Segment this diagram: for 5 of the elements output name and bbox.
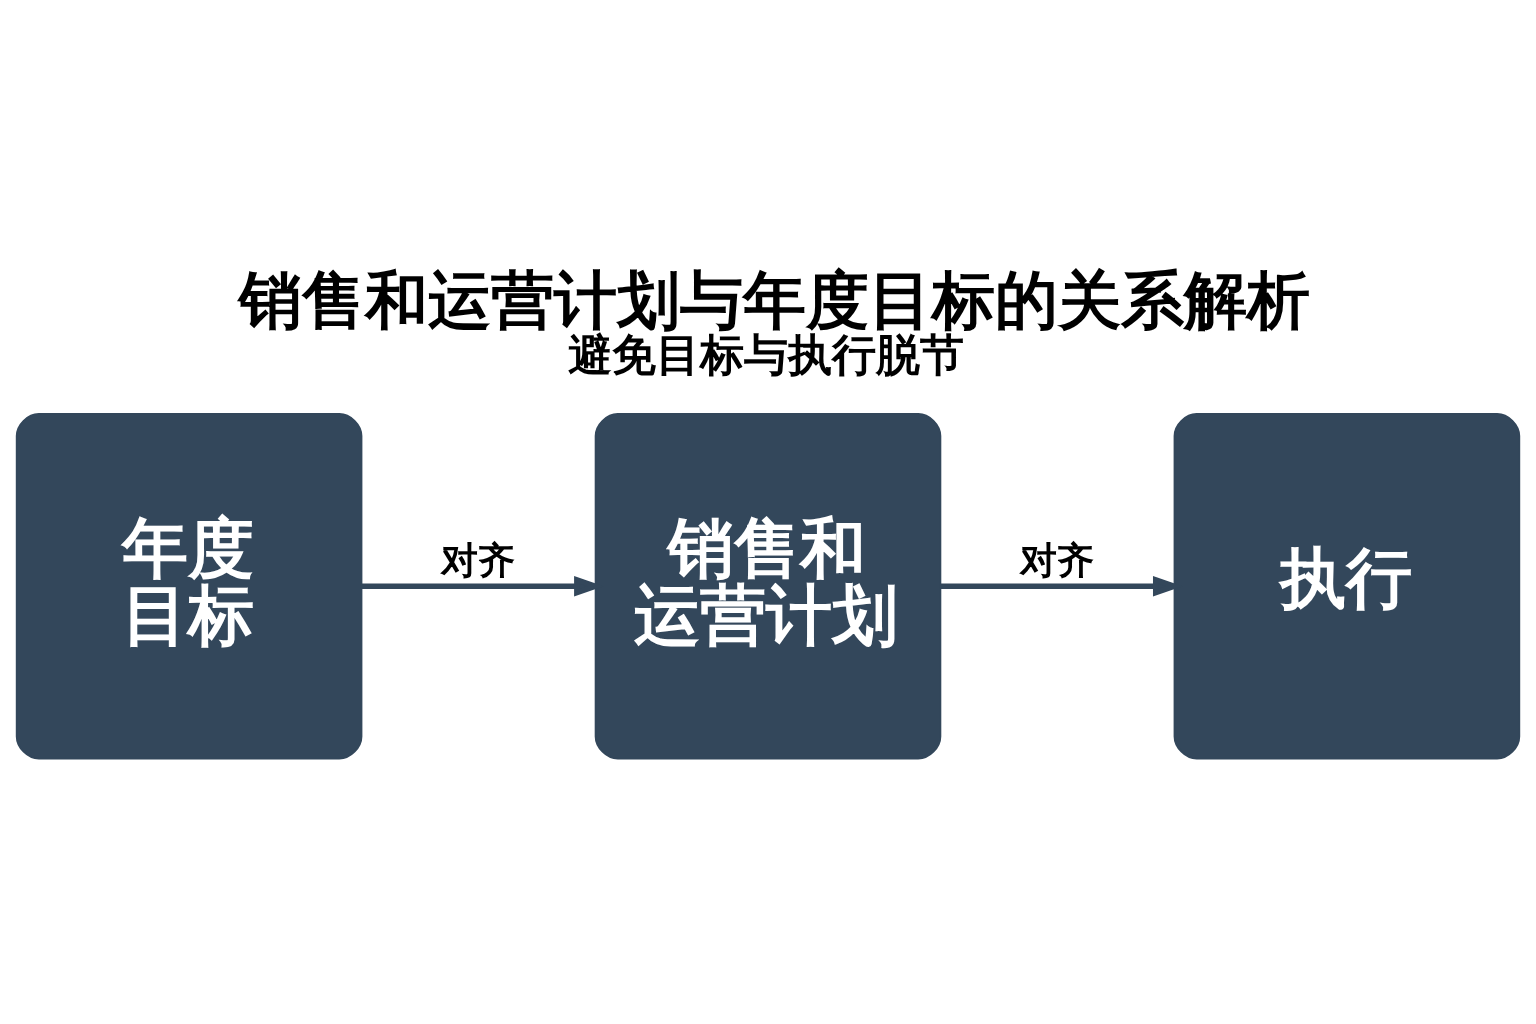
edge-label: 对齐 — [440, 538, 515, 582]
node-box: 年度目标 — [15, 412, 363, 760]
edge-label: 对齐 — [1019, 538, 1094, 582]
node-box: 执行 — [1173, 412, 1521, 760]
node-box: 销售和运营计划 — [594, 412, 942, 760]
